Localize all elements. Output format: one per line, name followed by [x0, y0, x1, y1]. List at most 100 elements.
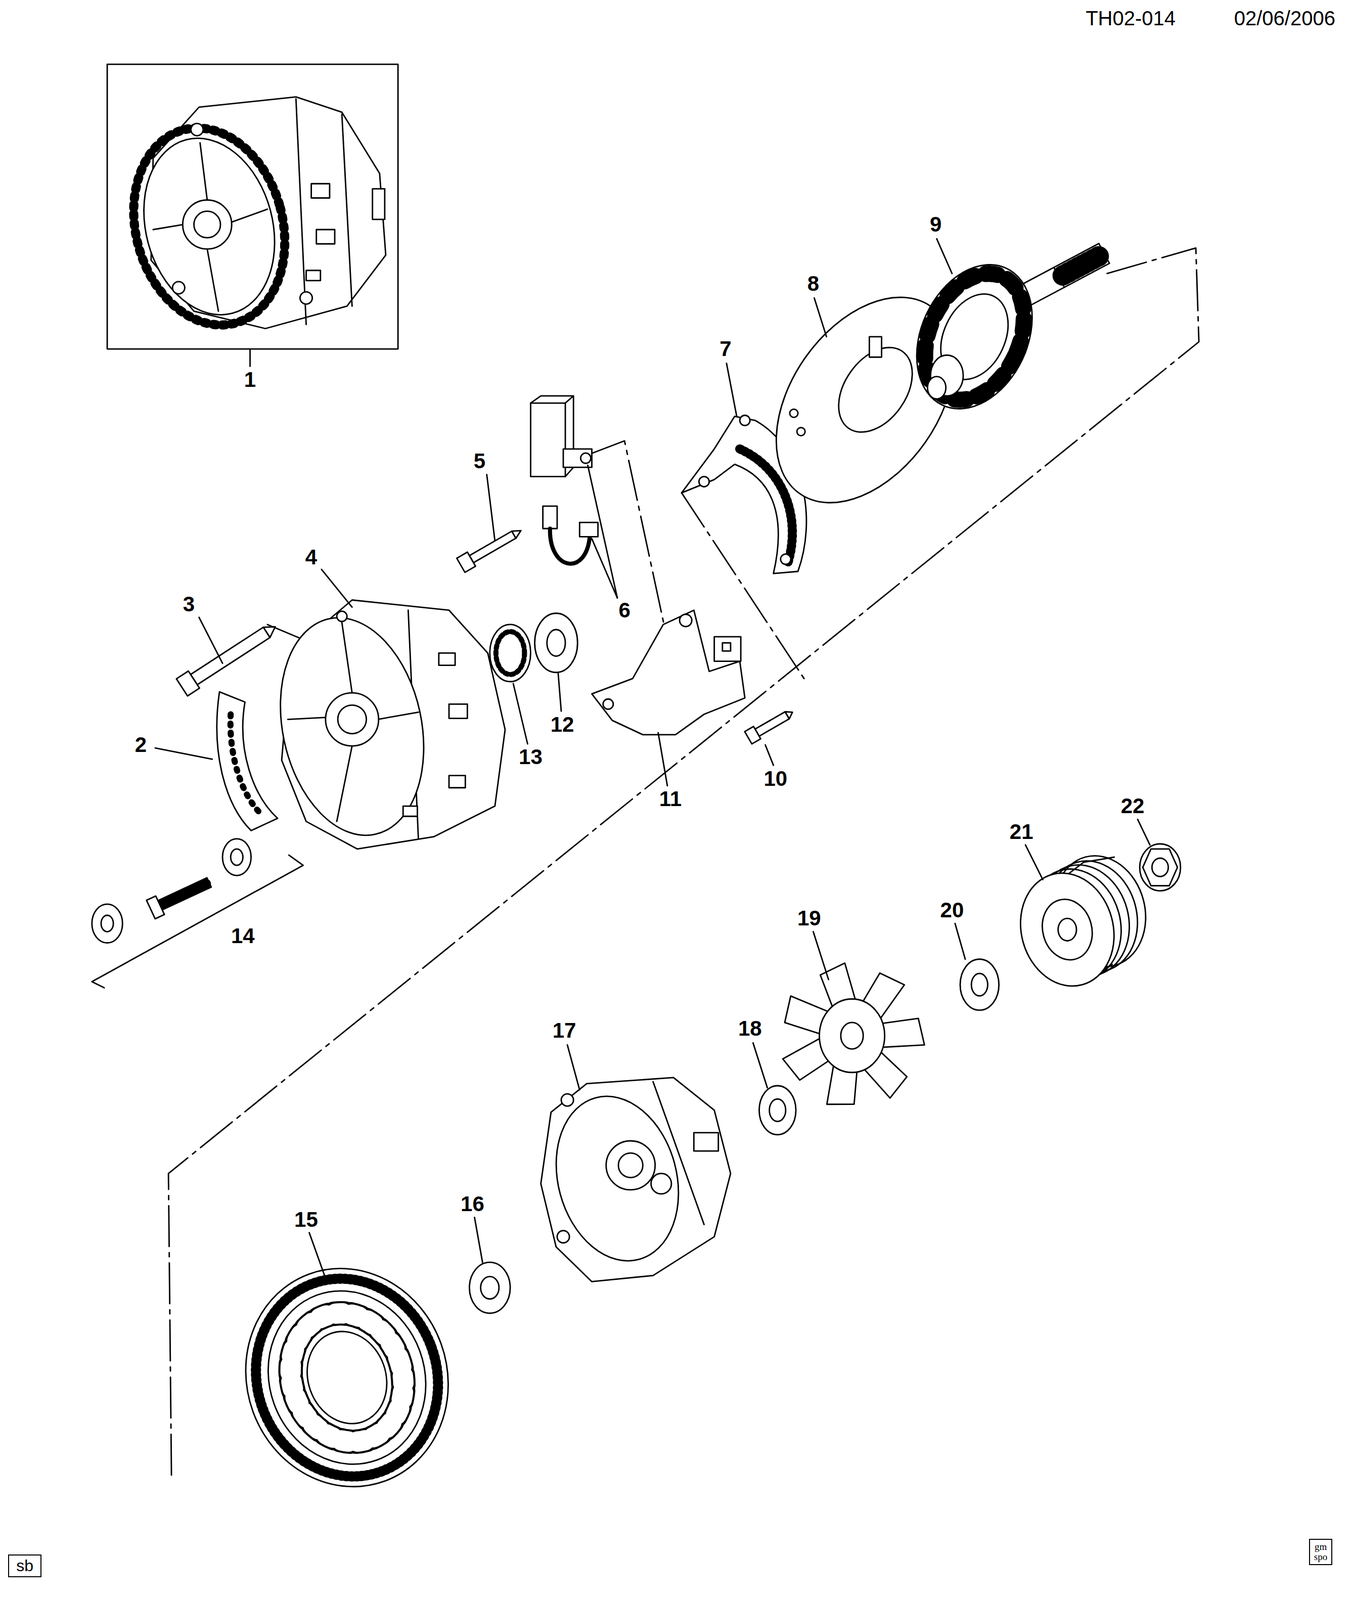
drive-end-frame	[557, 1230, 570, 1243]
box-text: sb	[16, 1557, 34, 1575]
leader-line	[513, 683, 528, 744]
terminal-stud	[146, 895, 165, 919]
voltage-regulator	[592, 610, 746, 735]
pulley	[1008, 862, 1127, 997]
fan	[840, 1022, 864, 1049]
leader-line	[155, 747, 213, 759]
alternator-assembly	[316, 229, 335, 244]
leader-line	[321, 569, 353, 608]
spacer	[758, 1085, 796, 1135]
end-frame	[438, 652, 456, 665]
leader-line	[486, 474, 495, 541]
end-frame	[287, 622, 419, 822]
callout-number: 10	[763, 768, 788, 790]
drawing-code: 02/06/2006	[1234, 8, 1336, 29]
end-frame	[261, 604, 443, 849]
screw	[754, 711, 789, 737]
terminal-stud	[222, 838, 252, 876]
bearing	[534, 613, 578, 673]
through-bolt	[263, 621, 279, 638]
leader-line	[752, 1042, 768, 1088]
logo-mark: gm spo	[1309, 1538, 1333, 1565]
rotor	[894, 243, 1110, 428]
callout-number: 21	[1009, 821, 1034, 843]
alternator-assembly	[107, 64, 398, 349]
end-frame	[448, 703, 468, 718]
alternator-assembly	[306, 270, 321, 281]
through-bolt	[190, 626, 270, 685]
leader-line	[1025, 844, 1043, 880]
rectifier-bridge	[739, 415, 750, 426]
end-frame	[325, 692, 379, 746]
bearing-seal	[489, 624, 531, 682]
callout-number: 17	[552, 1019, 577, 1042]
spacer	[971, 973, 988, 996]
screw	[469, 530, 516, 563]
drive-end-frame	[538, 1082, 697, 1275]
brush-holder	[580, 453, 591, 464]
rectifier-bridge	[780, 554, 791, 565]
callout-number: 9	[929, 213, 942, 236]
fan	[819, 998, 885, 1072]
alternator-assembly	[341, 114, 352, 306]
callout-number: 8	[807, 273, 820, 295]
terminal-stud	[92, 854, 304, 988]
rotor	[905, 257, 1044, 416]
callout-number: 22	[1120, 795, 1145, 817]
drive-end-frame	[618, 1152, 643, 1178]
terminal-stud	[146, 873, 214, 919]
stator	[215, 1239, 479, 1516]
leader-line	[592, 538, 618, 598]
nut	[1139, 843, 1181, 891]
section-tag: sb	[8, 1554, 42, 1578]
spacer	[769, 1098, 786, 1121]
callout-number: 15	[294, 1208, 319, 1231]
alternator-assembly	[153, 143, 268, 312]
leader-line	[658, 732, 668, 786]
alternator-assembly	[172, 281, 185, 294]
bearing	[469, 1262, 511, 1314]
brush-holder	[543, 506, 558, 529]
callout-number: 13	[518, 746, 543, 768]
end-frame	[337, 704, 367, 734]
bearing	[534, 613, 578, 673]
nut	[1142, 848, 1178, 886]
end-frame	[448, 775, 466, 788]
rotor	[927, 376, 946, 399]
stator	[294, 1320, 400, 1435]
terminal-stud	[92, 838, 304, 988]
bearing-seal	[496, 631, 525, 675]
pulley	[1008, 845, 1158, 997]
callout-number: 2	[134, 734, 147, 756]
screw	[511, 526, 523, 538]
pulley	[1058, 918, 1077, 941]
leader-line	[558, 673, 562, 712]
through-bolt	[176, 670, 200, 696]
screw	[744, 705, 797, 744]
bearing	[469, 1262, 511, 1314]
stator	[273, 1296, 422, 1458]
leader-line	[936, 238, 953, 274]
alternator-assembly	[295, 99, 306, 325]
screw	[456, 523, 525, 573]
alternator-assembly	[124, 123, 294, 330]
box-text: gm spo	[1313, 1541, 1329, 1562]
fan	[779, 962, 925, 1110]
callout-number: 12	[550, 713, 575, 736]
insulator-disc	[789, 409, 798, 418]
drive-end-frame	[538, 1077, 731, 1282]
insulator-disc	[796, 427, 805, 436]
callout-number: 1	[244, 369, 256, 391]
leader-line	[1137, 819, 1150, 845]
leader-line	[199, 617, 223, 664]
nut	[1151, 858, 1168, 877]
alternator-assembly	[372, 188, 385, 220]
leader-line	[474, 1217, 483, 1264]
leader-line	[155, 238, 1150, 1276]
spacer	[960, 959, 1000, 1011]
leader-line	[765, 744, 774, 765]
end-frame	[402, 805, 418, 817]
callout-number: 14	[231, 925, 255, 947]
leader-line	[955, 923, 966, 960]
